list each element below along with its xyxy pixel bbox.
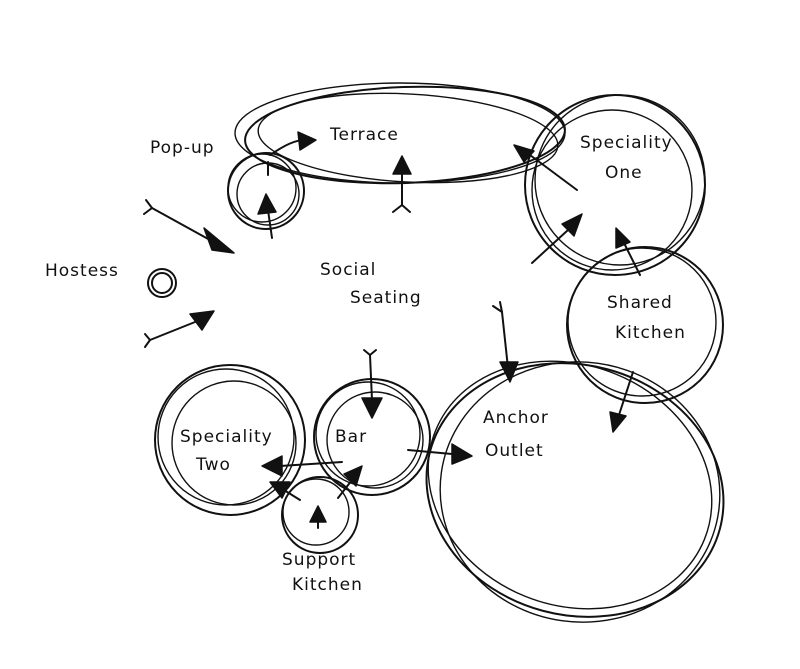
label-support-kitchen-line2: Kitchen bbox=[292, 575, 363, 595]
label-popup: Pop-up bbox=[150, 138, 215, 158]
label-social-seating-line2: Seating bbox=[350, 288, 422, 308]
popup-bubble bbox=[227, 152, 305, 230]
circulation-arrows bbox=[143, 131, 641, 529]
speciality-one-bubble bbox=[524, 94, 706, 276]
hostess-marker bbox=[147, 268, 177, 298]
label-shared-kitchen-line2: Kitchen bbox=[615, 323, 686, 343]
shared-kitchen-bubble bbox=[566, 246, 724, 404]
anchor-outlet-bubble bbox=[425, 360, 725, 623]
support-kitchen-bubble bbox=[281, 476, 359, 554]
label-speciality-two-line2: Two bbox=[195, 455, 231, 475]
speciality-two-bubble bbox=[154, 364, 306, 516]
label-social-seating-line1: Social bbox=[320, 260, 376, 280]
label-hostess: Hostess bbox=[45, 261, 119, 281]
label-speciality-two-line1: Speciality bbox=[180, 427, 273, 447]
label-anchor-outlet-line1: Anchor bbox=[483, 408, 549, 428]
label-shared-kitchen-line1: Shared bbox=[607, 293, 673, 313]
label-bar: Bar bbox=[335, 427, 367, 447]
terrace-bubble bbox=[234, 82, 566, 185]
label-terrace: Terrace bbox=[329, 125, 399, 145]
label-speciality-one-line2: One bbox=[605, 163, 643, 183]
label-anchor-outlet-line2: Outlet bbox=[485, 441, 544, 461]
label-support-kitchen-line1: Support bbox=[282, 550, 356, 570]
label-speciality-one-line1: Speciality bbox=[580, 133, 673, 153]
